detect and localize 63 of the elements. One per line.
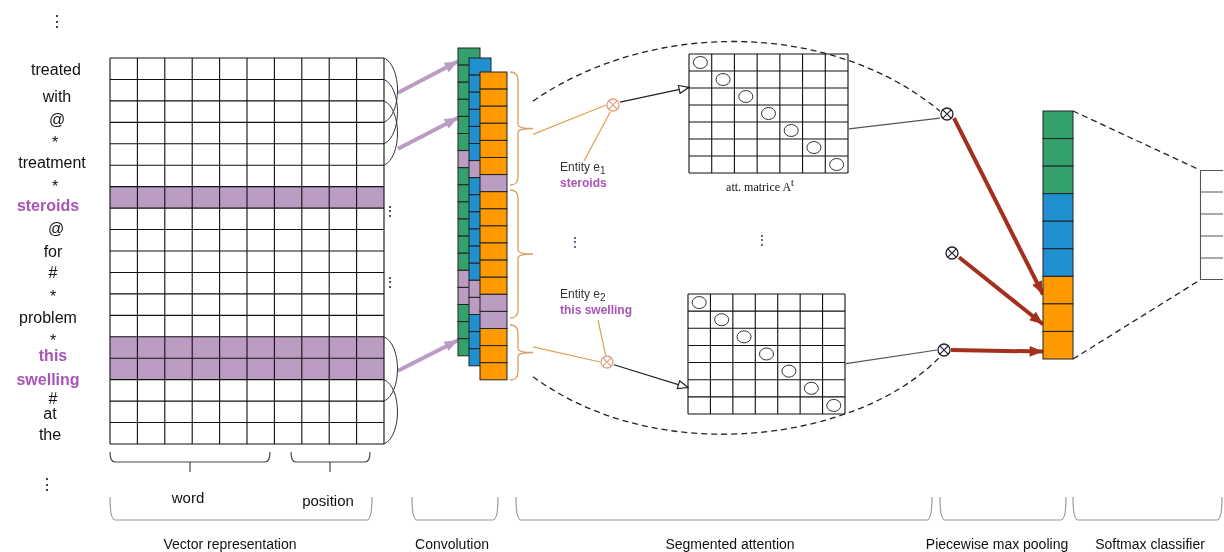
input-token: steroids bbox=[16, 197, 80, 215]
input-token: this bbox=[38, 347, 68, 365]
entity-text: this swelling bbox=[560, 303, 633, 318]
input-token: problem bbox=[19, 309, 77, 327]
input-token: @ bbox=[48, 111, 66, 129]
ellipsis-mark: ⋮ bbox=[39, 476, 55, 494]
connector-line bbox=[532, 104, 607, 135]
input-token: @ bbox=[47, 220, 65, 238]
connector-line bbox=[597, 319, 607, 356]
arrow bbox=[613, 364, 689, 390]
input-token: treated bbox=[31, 61, 81, 79]
feature-map-stack bbox=[458, 48, 533, 380]
arrow bbox=[397, 59, 459, 95]
stage-label: Convolution bbox=[415, 537, 489, 552]
entity-label: Entity e$_{2}$ bbox=[560, 288, 607, 304]
input-token: with bbox=[42, 88, 72, 106]
input-token: the bbox=[38, 426, 62, 444]
connector-line bbox=[848, 117, 941, 130]
multiply-symbol bbox=[606, 98, 620, 112]
input-token: * bbox=[51, 134, 59, 152]
multiply-symbol bbox=[940, 107, 954, 121]
multiply-symbol bbox=[945, 246, 959, 260]
arrow bbox=[619, 84, 690, 103]
entity-label: Entity e$_{1}$ bbox=[560, 161, 607, 177]
multiply-symbol bbox=[600, 355, 614, 369]
attention-matrix bbox=[688, 294, 846, 414]
input-token: * bbox=[49, 332, 57, 350]
input-token: for bbox=[43, 243, 63, 261]
input-token: treatment bbox=[18, 154, 86, 172]
arrow bbox=[397, 115, 459, 151]
arrow bbox=[950, 346, 1044, 357]
dashed-connector bbox=[532, 356, 941, 435]
embedding-matrix bbox=[110, 58, 398, 444]
input-token: at bbox=[43, 405, 57, 423]
ellipsis-mark: ⋮ bbox=[383, 275, 397, 291]
ellipsis-mark: ⋮ bbox=[49, 13, 65, 31]
connector-line bbox=[532, 346, 601, 363]
dashed-connector bbox=[532, 40, 941, 112]
input-token: swelling bbox=[16, 371, 80, 389]
connector-line bbox=[583, 111, 611, 162]
arrow bbox=[397, 338, 459, 373]
arrow bbox=[957, 255, 1045, 326]
stage-label: Piecewise max pooling bbox=[925, 537, 1069, 552]
input-token: * bbox=[49, 288, 57, 306]
input-token: * bbox=[51, 178, 59, 196]
stage-label: Softmax classifier bbox=[1095, 537, 1205, 552]
ellipsis-mark: ⋮ bbox=[568, 235, 582, 251]
matrix-caption: att. matrice A$^{t}$ bbox=[726, 177, 794, 195]
output-layer bbox=[1200, 170, 1223, 280]
group-label: position bbox=[302, 492, 354, 510]
ellipsis-mark: ⋮ bbox=[755, 233, 769, 249]
arrow bbox=[952, 117, 1045, 296]
input-token: # bbox=[48, 390, 58, 408]
multiply-symbol bbox=[937, 343, 951, 357]
entity-text: steroids bbox=[560, 176, 608, 191]
attention-matrix bbox=[689, 54, 849, 173]
pooled-vector bbox=[1043, 111, 1073, 359]
connector-line bbox=[845, 349, 938, 365]
stage-label: Segmented attention bbox=[665, 537, 795, 552]
input-token: # bbox=[48, 264, 58, 282]
ellipsis-mark: ⋮ bbox=[383, 204, 397, 220]
stage-label: Vector representation bbox=[163, 537, 297, 552]
group-label: word bbox=[171, 489, 205, 507]
